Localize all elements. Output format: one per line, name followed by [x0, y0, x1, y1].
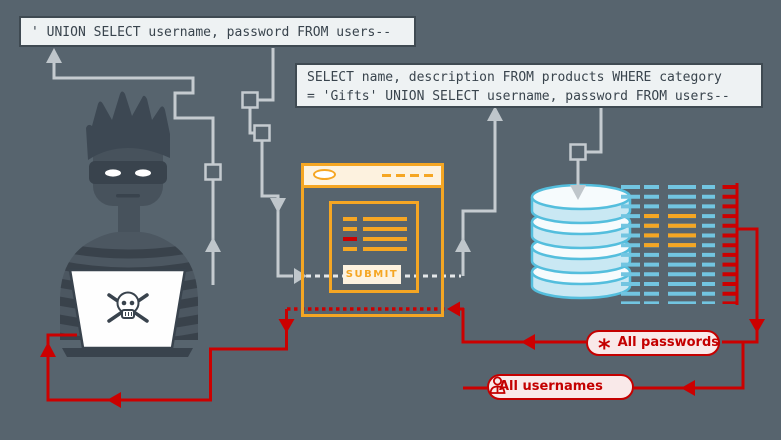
sql-query-line1: SELECT name, description FROM products W… [307, 70, 722, 85]
all-passwords-badge: * All passwords [586, 330, 720, 362]
sql-query-line2: = 'Gifts' UNION SELECT username, passwor… [307, 89, 730, 104]
mask [89, 161, 167, 184]
sql-payload-box: ' UNION SELECT username, password FROM u… [19, 16, 416, 47]
asterisk-icon: * [598, 334, 611, 362]
menu-dashes-icon [382, 174, 433, 177]
all-passwords-label: All passwords [617, 334, 720, 350]
all-usernames-label: All usernames [499, 378, 603, 394]
eye [105, 169, 121, 177]
line-hop-nodes [204, 91, 587, 181]
flow-query-to-database-line [576, 108, 603, 196]
browser-topbar [304, 166, 441, 188]
search-form: SUBMIT [329, 201, 419, 293]
form-field-line [363, 247, 407, 251]
eye [135, 169, 151, 177]
form-field-line [363, 237, 407, 241]
submit-button[interactable]: SUBMIT [343, 265, 401, 284]
data-grid-icon [621, 183, 739, 305]
skull-icon [107, 291, 149, 323]
all-usernames-badge: All usernames [487, 374, 634, 400]
person-icon [489, 376, 506, 394]
browser-window: SUBMIT [301, 163, 444, 317]
gray-arrowheads [46, 48, 586, 284]
flow-payload-to-browser-line [248, 48, 293, 278]
form-field-line [343, 247, 357, 251]
form-field-line [343, 217, 357, 221]
form-field-line [363, 217, 407, 221]
form-field-line [343, 227, 357, 231]
form-field-line-injected [343, 237, 357, 241]
red-arrowheads [40, 301, 765, 408]
flow-hacker-to-payload-line [52, 62, 215, 285]
sql-payload-text: ' UNION SELECT username, password FROM u… [31, 25, 392, 40]
skull-laptop-icon [62, 268, 193, 357]
exfiltration-lines [46, 227, 759, 402]
logo-oval-icon [313, 169, 336, 180]
form-field-line [363, 227, 407, 231]
sql-query-box: SELECT name, description FROM products W… [295, 63, 763, 108]
database-icon [530, 183, 632, 300]
